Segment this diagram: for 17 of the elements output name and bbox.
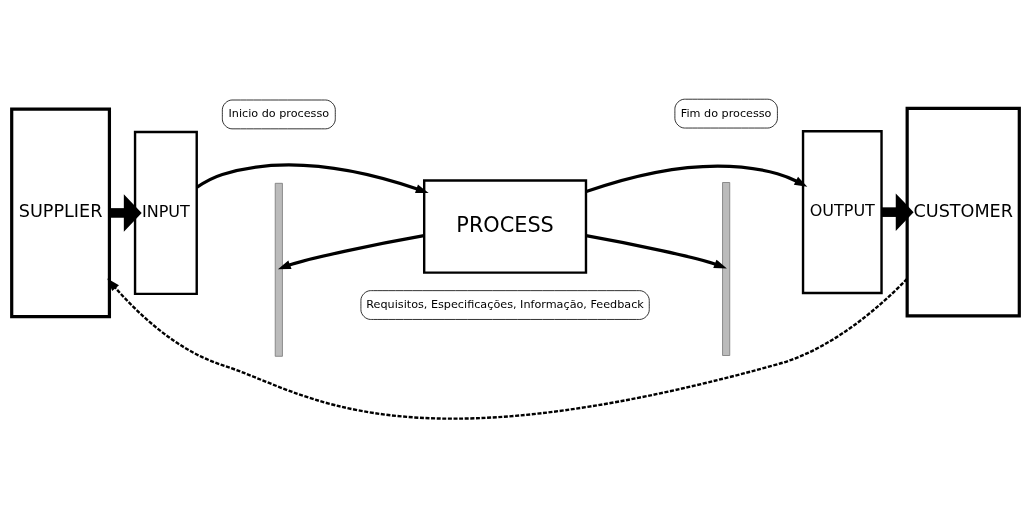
arrow [881,192,914,231]
arrow [107,277,908,419]
node-box: Requisitos, Especificações, Informação, Feedback [360,289,650,320]
arrow [585,164,808,193]
node-bar [274,182,283,357]
node-bar [722,181,731,356]
node-box: PROCESS [423,178,588,274]
arrow [277,233,425,269]
node-box: INPUT [133,130,198,295]
arrow [109,193,142,232]
node-box: OUTPUT [801,129,883,294]
node-box: Inicio do processo [221,99,336,129]
node-box: SUPPLIER [10,107,111,318]
node-box: Fim do processo [674,98,778,128]
arrow [195,163,429,193]
node-box: CUSTOMER [905,106,1021,317]
arrow [585,233,727,268]
